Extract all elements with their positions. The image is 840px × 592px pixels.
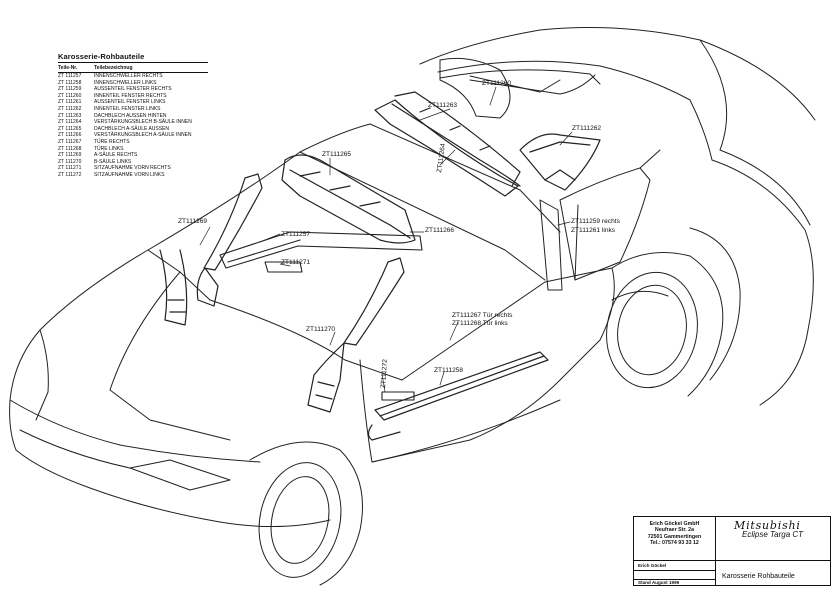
rear-quarter-outline (611, 149, 814, 406)
revision-date: Stand August 1999 (638, 580, 680, 585)
part-b-pillar-left (307, 257, 405, 413)
callout-zt111267: ZT111267 Tür rechts (452, 312, 513, 319)
part-roof-rear (374, 91, 521, 197)
model-name: Eclipse Targa CT (742, 530, 804, 539)
legend-row: ZT 111257 INNENSCHWELLER RECHTS (58, 73, 208, 80)
legend-row: ZT 111258 INNENSCHWELLER LINKS (58, 80, 208, 87)
callout-zt111262: ZT111262 (572, 125, 602, 132)
legend-row: ZT 111263 DACHBLECH AUSSEN HINTEN (58, 113, 208, 120)
legend-part-number: ZT 111270 (58, 158, 82, 165)
legend-title: Karosserie-Rohbauteile (58, 52, 208, 63)
windshield-outline (147, 123, 561, 381)
legend-part-number: ZT 111257 (58, 73, 82, 79)
callout-zt111270: ZT111270 (306, 326, 336, 333)
legend-part-name: SITZAUFNAHME VORN LINKS (94, 171, 165, 178)
legend-part-name: VERSTÄRKUNGSBLECH A-SÄULE INNEN (94, 132, 192, 139)
callout-zt111259: ZT111259 rechts (571, 218, 620, 225)
legend-row: ZT 111272 SITZAUFNAHME VORN LINKS (58, 172, 208, 179)
company-name: Erich Göckel GmbH (649, 521, 700, 527)
front-wheel (249, 441, 363, 586)
company-city: 72501 Gammertingen (647, 533, 702, 540)
callout-zt111258: ZT111258 (434, 367, 464, 374)
legend-part-name: AUSSENTEIL FENSTER RECHTS (94, 86, 172, 93)
legend-row: ZT 111268 TÜRE LINKS (58, 146, 208, 153)
legend-part-number: ZT 111271 (58, 165, 82, 172)
part-a-pillar-right (159, 173, 263, 326)
legend-part-number: ZT 111263 (58, 112, 82, 119)
legend-part-number: ZT 111261 (58, 99, 82, 106)
legend-row: ZT 111269 A-SÄULE RECHTS (58, 152, 208, 159)
legend-part-number: ZT 111272 (58, 171, 82, 178)
legend-part-name: TÜRE LINKS (94, 145, 124, 152)
legend-part-name: SITZAUFNAHME VORN RECHTS (94, 165, 171, 172)
callout-zt111266: ZT111266 (425, 227, 455, 234)
legend-part-name: TÜRE RECHTS (94, 138, 130, 145)
callout-zt111265: ZT111265 (322, 151, 352, 158)
legend-row: ZT 111265 DACHBLECH A-SÄULE AUSSEN (58, 126, 208, 133)
callout-zt111260: ZT111260 (482, 80, 512, 87)
drawing-description: Karosserie Rohbauteile (722, 573, 795, 580)
legend-part-number: ZT 111269 (58, 152, 82, 159)
legend-part-name: DACHBLECH A-SÄULE AUSSEN (94, 125, 170, 132)
brand-logo-text: Mitsubishi (734, 519, 801, 532)
legend-part-number: ZT 111262 (58, 105, 82, 112)
leader-lines (199, 86, 573, 393)
legend-part-name: B-SÄULE LINKS (94, 158, 132, 165)
legend-part-number: ZT 111264 (58, 119, 82, 126)
drawn-by: Erich Göckel (638, 563, 667, 568)
callout-zt111271: ZT111271 (281, 259, 311, 266)
part-window-frame-inner (519, 133, 601, 191)
legend-row: ZT 111261 AUSSENTEIL FENSTER LINKS (58, 99, 208, 106)
legend-row: ZT 111259 AUSSENTEIL FENSTER RECHTS (58, 86, 208, 93)
part-seat-mount-right (264, 261, 303, 273)
legend-part-number: ZT 111265 (58, 125, 82, 132)
legend-part-number: ZT 111260 (58, 92, 82, 99)
legend-row: ZT 111262 INNENTEIL FENSTER LINKS (58, 106, 208, 113)
legend-part-name: INNENTEIL FENSTER RECHTS (94, 92, 167, 99)
company-phone: Tel.: 07574 93 33 12 (650, 540, 699, 547)
roof-outline (419, 27, 816, 161)
part-seat-mount-left (381, 391, 415, 401)
legend-part-name: A-SÄULE RECHTS (94, 152, 138, 159)
callout-zt111268: ZT111268 Tür links (452, 320, 508, 327)
legend-part-number: ZT 111268 (58, 145, 82, 152)
legend-col-name: Teilebezeichnug (94, 65, 133, 71)
part-inner-sill (367, 351, 549, 441)
hood-outline (9, 249, 331, 528)
part-cross-member (219, 231, 423, 269)
legend-row: ZT 111270 B-SÄULE LINKS (58, 159, 208, 166)
legend-part-name: DACHBLECH AUSSEN HINTEN (94, 112, 167, 119)
legend-part-name: VERSTÄRKUNGSBLECH B-SÄULE INNEN (94, 119, 192, 126)
company-address: Erich Göckel GmbH Neufraer Str. 2a 72501… (634, 521, 715, 547)
legend-row: ZT 111266 VERSTÄRKUNGSBLECH A-SÄULE INNEN (58, 132, 208, 139)
callout-zt111257: ZT111257 (281, 231, 311, 238)
legend-part-name: INNENSCHWELLER RECHTS (94, 73, 163, 79)
legend-row: ZT 111260 INNENTEIL FENSTER RECHTS (58, 93, 208, 100)
callout-zt111269: ZT111269 (178, 218, 208, 225)
callout-zt111263: ZT111263 (428, 102, 458, 109)
company-street: Neufraer Str. 2a (654, 527, 695, 534)
legend-row: ZT 111267 TÜRE RECHTS (58, 139, 208, 146)
legend-col-part-no: Teile-Nr. (58, 65, 78, 71)
callout-zt111261: ZT111261 links (571, 227, 616, 234)
part-roof-inner (439, 57, 596, 119)
legend-header: Teile-Nr. Teilebezeichnug (58, 65, 208, 73)
legend-row: ZT 111264 VERSTÄRKUNGSBLECH B-SÄULE INNEN (58, 119, 208, 126)
legend-part-number: ZT 111259 (58, 86, 82, 93)
title-block: Erich Göckel GmbH Neufraer Str. 2a 72501… (633, 516, 831, 586)
legend-row: ZT 111271 SITZAUFNAHME VORN RECHTS (58, 165, 208, 172)
legend-part-number: ZT 111267 (58, 138, 82, 145)
door-outline (359, 267, 615, 463)
part-roof-a-pillar (281, 154, 416, 244)
parts-legend: Karosserie-Rohbauteile Teile-Nr. Teilebe… (58, 52, 208, 179)
legend-part-name: AUSSENTEIL FENSTER LINKS (94, 99, 166, 106)
legend-part-name: INNENTEIL FENSTER LINKS (94, 105, 161, 112)
legend-part-number: ZT 111266 (58, 132, 82, 139)
window-frame (539, 149, 661, 291)
legend-part-number: ZT 111258 (58, 79, 82, 86)
legend-part-name: INNENSCHWELLER LINKS (94, 79, 157, 86)
